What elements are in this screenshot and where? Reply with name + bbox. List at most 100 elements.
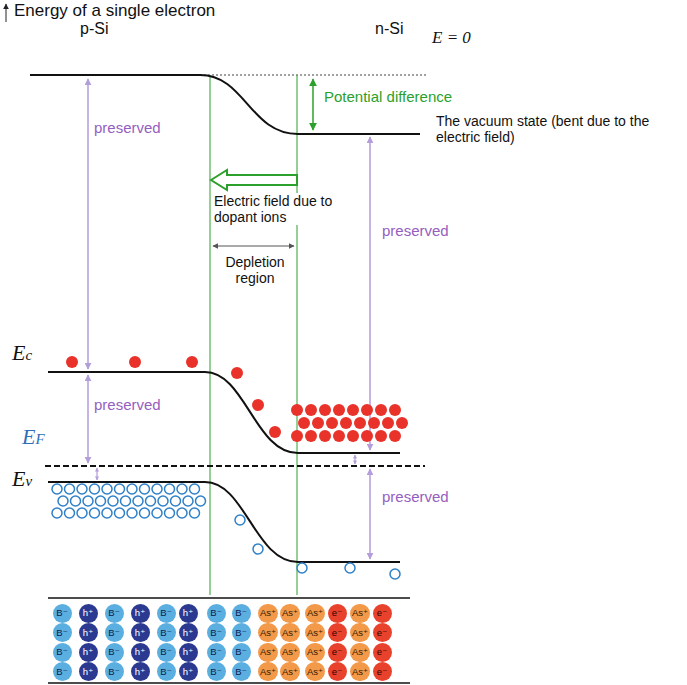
ion-label: B⁻	[160, 667, 171, 677]
acceptor-ion: B⁻	[207, 662, 226, 681]
axis-title: Energy of a single electron	[14, 1, 215, 21]
ion-label: B⁻	[56, 608, 67, 618]
hole-circle	[108, 496, 118, 506]
electron-dot	[340, 417, 352, 429]
electron-dot	[396, 417, 408, 429]
ion-label: B⁻	[160, 628, 171, 638]
ion-label: h⁺	[83, 608, 93, 618]
fermi-level	[45, 465, 425, 467]
acceptor-ion: B⁻	[53, 604, 72, 623]
ion-label: B⁻	[160, 647, 171, 657]
ion-label: B⁻	[108, 628, 119, 638]
ion-label: As⁺	[282, 608, 298, 618]
hole-circle	[165, 484, 175, 494]
hole-charge: h⁺	[131, 623, 150, 642]
electron-dot	[66, 356, 78, 368]
ion-label: h⁺	[135, 628, 145, 638]
hole-charge: h⁺	[131, 604, 150, 623]
acceptor-ion: B⁻	[157, 643, 176, 662]
ion-label: h⁺	[183, 628, 193, 638]
electron-dot	[375, 430, 387, 442]
hole-circle	[65, 484, 75, 494]
acceptor-ion: B⁻	[232, 623, 251, 642]
donor-ion: As⁺	[280, 643, 300, 662]
preserved-arrow	[369, 469, 371, 559]
acceptor-ion: B⁻	[232, 662, 251, 681]
ion-label: As⁺	[307, 608, 323, 618]
carriers	[52, 356, 408, 579]
hole-circle	[102, 508, 112, 518]
ion-label: h⁺	[135, 608, 145, 618]
donor-ion: As⁺	[350, 662, 370, 681]
ion-label: As⁺	[260, 647, 276, 657]
ion-label: B⁻	[210, 628, 221, 638]
hole-circle	[71, 496, 81, 506]
hole-circle	[121, 496, 131, 506]
ion-label: As⁺	[260, 608, 276, 618]
hole-circle	[183, 496, 193, 506]
field-note: Electric field due to dopant ions	[214, 193, 364, 225]
hole-circle	[177, 508, 187, 518]
hole-circle	[77, 508, 87, 518]
ion-label: h⁺	[183, 608, 193, 618]
hole-circle	[171, 496, 181, 506]
hole-circle	[152, 508, 162, 518]
electron-dot	[389, 430, 401, 442]
electron-dot	[333, 430, 345, 442]
ion-label: B⁻	[56, 628, 67, 638]
free-electron: e⁻	[373, 662, 392, 681]
free-electron: e⁻	[328, 662, 347, 681]
energy-axis	[6, 4, 7, 22]
acceptor-ion: B⁻	[232, 643, 251, 662]
electron-dot	[129, 356, 141, 368]
acceptor-ion: B⁻	[207, 643, 226, 662]
free-electron: e⁻	[328, 604, 347, 623]
zero-reference	[200, 75, 428, 76]
acceptor-ion: B⁻	[207, 604, 226, 623]
free-electron: e⁻	[373, 623, 392, 642]
ion-label: B⁻	[235, 608, 246, 618]
preserved-note: preserved	[94, 396, 161, 413]
donor-ion: As⁺	[305, 662, 325, 681]
hole-circle	[140, 484, 150, 494]
hole-circle	[90, 508, 100, 518]
gap-arrow	[96, 468, 97, 480]
ion-label: As⁺	[282, 647, 298, 657]
ion-label: h⁺	[135, 647, 145, 657]
hole-circle	[152, 484, 162, 494]
depletion-label: Depletion region	[216, 254, 294, 286]
ion-label: e⁻	[332, 608, 342, 618]
hole-circle	[115, 508, 125, 518]
hole-circle	[297, 563, 307, 573]
ion-label: B⁻	[235, 647, 246, 657]
donor-ion: As⁺	[350, 604, 370, 623]
hole-charge: h⁺	[179, 604, 198, 623]
hole-charge: h⁺	[179, 643, 198, 662]
ion-label: B⁻	[210, 667, 221, 677]
electron-dot	[252, 399, 264, 411]
ion-label: h⁺	[83, 667, 93, 677]
hole-circle	[390, 569, 400, 579]
preserved-arrow	[87, 79, 89, 369]
preserved-note: preserved	[382, 488, 449, 505]
ion-label: e⁻	[377, 628, 387, 638]
hole-circle	[83, 496, 93, 506]
electron-dot	[319, 430, 331, 442]
donor-ion: As⁺	[280, 604, 300, 623]
electron-dot	[347, 404, 359, 416]
hole-charge: h⁺	[179, 662, 198, 681]
ion-label: As⁺	[282, 628, 298, 638]
ion-label: h⁺	[135, 667, 145, 677]
ion-label: B⁻	[210, 608, 221, 618]
hole-circle	[146, 496, 156, 506]
ion-label: h⁺	[183, 647, 193, 657]
ion-label: h⁺	[83, 647, 93, 657]
hole-circle	[127, 484, 137, 494]
preserved-note: preserved	[382, 222, 449, 239]
electron-dot	[333, 404, 345, 416]
hole-circle	[140, 508, 150, 518]
electron-dot	[305, 430, 317, 442]
hole-charge: h⁺	[79, 662, 98, 681]
ion-label: B⁻	[108, 647, 119, 657]
